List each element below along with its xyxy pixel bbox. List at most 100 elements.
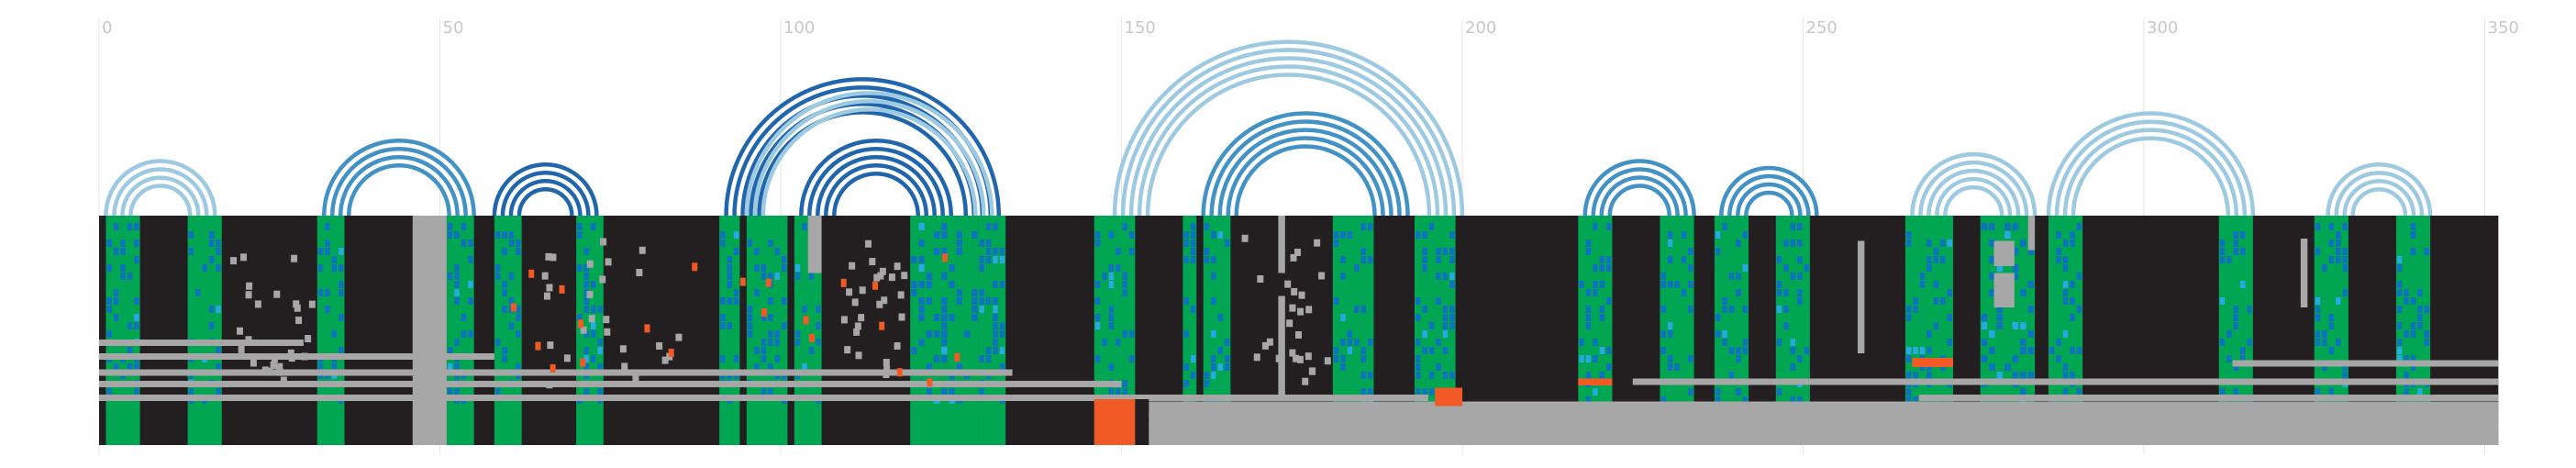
gap-speck [254, 300, 261, 308]
stem-cell [941, 322, 948, 329]
gap-speck [563, 354, 571, 362]
stem-cell [516, 314, 521, 321]
gap-speck [873, 273, 881, 282]
stem-cell [502, 281, 507, 288]
stem-cell [1660, 347, 1666, 354]
gap-speck [229, 257, 237, 265]
stem-cell [1989, 240, 1995, 247]
arc-strand [500, 171, 591, 217]
gap-speck [877, 272, 884, 280]
stem-cell [1094, 281, 1101, 288]
stem-cell [1340, 231, 1346, 239]
stem-cell [1599, 306, 1605, 313]
stem-cell [972, 297, 978, 305]
stem-cell [1688, 281, 1693, 288]
arc-strand [1582, 159, 1696, 217]
stem-cell [1667, 256, 1673, 263]
stem-cell [1667, 355, 1673, 362]
stem-cell [1797, 355, 1803, 362]
stem-cell [727, 273, 732, 280]
stem-cell [1224, 363, 1230, 371]
stem-cell [461, 240, 467, 247]
stem-cell [590, 223, 596, 230]
stem-cell [761, 314, 767, 321]
stem-cell [2424, 306, 2430, 313]
stem-cell [941, 388, 948, 396]
stem-cell [1422, 330, 1427, 338]
arc-strand [2342, 179, 2416, 217]
gap-speck [894, 262, 901, 271]
stem-cell [494, 388, 501, 396]
stem-cell [447, 273, 453, 280]
arc-strand [816, 155, 937, 217]
stem-cell [1190, 372, 1196, 379]
stem-cell [516, 363, 521, 371]
stem-cell [1360, 372, 1366, 379]
stem-cell [2049, 347, 2055, 354]
arc-strand [120, 175, 201, 217]
stem-cell [2336, 339, 2341, 346]
arc-strand [1120, 48, 1457, 217]
stem-cell [208, 256, 215, 263]
stem-cell [1116, 264, 1121, 272]
stem-cell [993, 248, 998, 255]
stem-cell [1422, 264, 1427, 272]
stem-cell [2062, 330, 2069, 338]
stem-cell [1122, 388, 1127, 396]
stem-cell [733, 248, 739, 255]
stem-cell [2396, 289, 2403, 296]
stem-cell [2012, 322, 2019, 329]
gap-speck [276, 362, 283, 371]
stem-cell [1367, 372, 1373, 379]
stem-cell [2233, 240, 2239, 247]
stem-cell [2233, 322, 2239, 329]
stem-cell [956, 248, 962, 255]
stem-cell [2226, 256, 2232, 263]
stem-cell [339, 347, 344, 354]
gap-column [1857, 240, 1865, 353]
gap-speck [675, 333, 683, 341]
stem-column [746, 216, 788, 445]
stem-cell [2322, 363, 2327, 371]
stem-cell [325, 306, 330, 313]
stem-cell [208, 231, 215, 239]
stem-cell [1783, 322, 1789, 329]
stem-cell [1094, 297, 1101, 305]
stem-cell [1790, 347, 1796, 354]
matrix-notch [1135, 399, 1149, 445]
stem-cell [794, 264, 801, 272]
stem-cell [1989, 347, 1995, 354]
stem-cell [461, 314, 467, 321]
stem-cell [317, 289, 324, 296]
stem-cell [1926, 347, 1932, 354]
arc-strand [516, 187, 574, 217]
stem-cell [1347, 339, 1353, 346]
gap-speck [855, 351, 862, 360]
stem-cell [918, 264, 925, 272]
stem-cell [941, 231, 948, 239]
stem-cell [516, 240, 521, 247]
mismatch-speck [809, 333, 816, 342]
stem-cell [120, 240, 126, 247]
stem-cell [794, 273, 801, 280]
stem-cell [993, 297, 998, 305]
gap-speck [294, 304, 301, 312]
stem-cell [1449, 306, 1455, 313]
stem-cell [754, 248, 760, 255]
stem-cell [2315, 388, 2321, 396]
stem-cell [1585, 314, 1592, 321]
stem-cell [1996, 322, 2004, 329]
stem-cell [1354, 339, 1360, 346]
stem-cell [447, 363, 453, 371]
gap-speck [1289, 304, 1296, 312]
gap-speck [546, 381, 553, 389]
stem-cell [768, 314, 773, 321]
stem-cell [979, 289, 984, 296]
stem-cell [1783, 306, 1789, 313]
stem-cell [2410, 297, 2416, 305]
stem-cell [127, 363, 133, 371]
stem-cell [1776, 281, 1782, 288]
stem-cell [2020, 322, 2026, 329]
stem-cell [761, 264, 767, 272]
stem-cell [1797, 297, 1803, 305]
